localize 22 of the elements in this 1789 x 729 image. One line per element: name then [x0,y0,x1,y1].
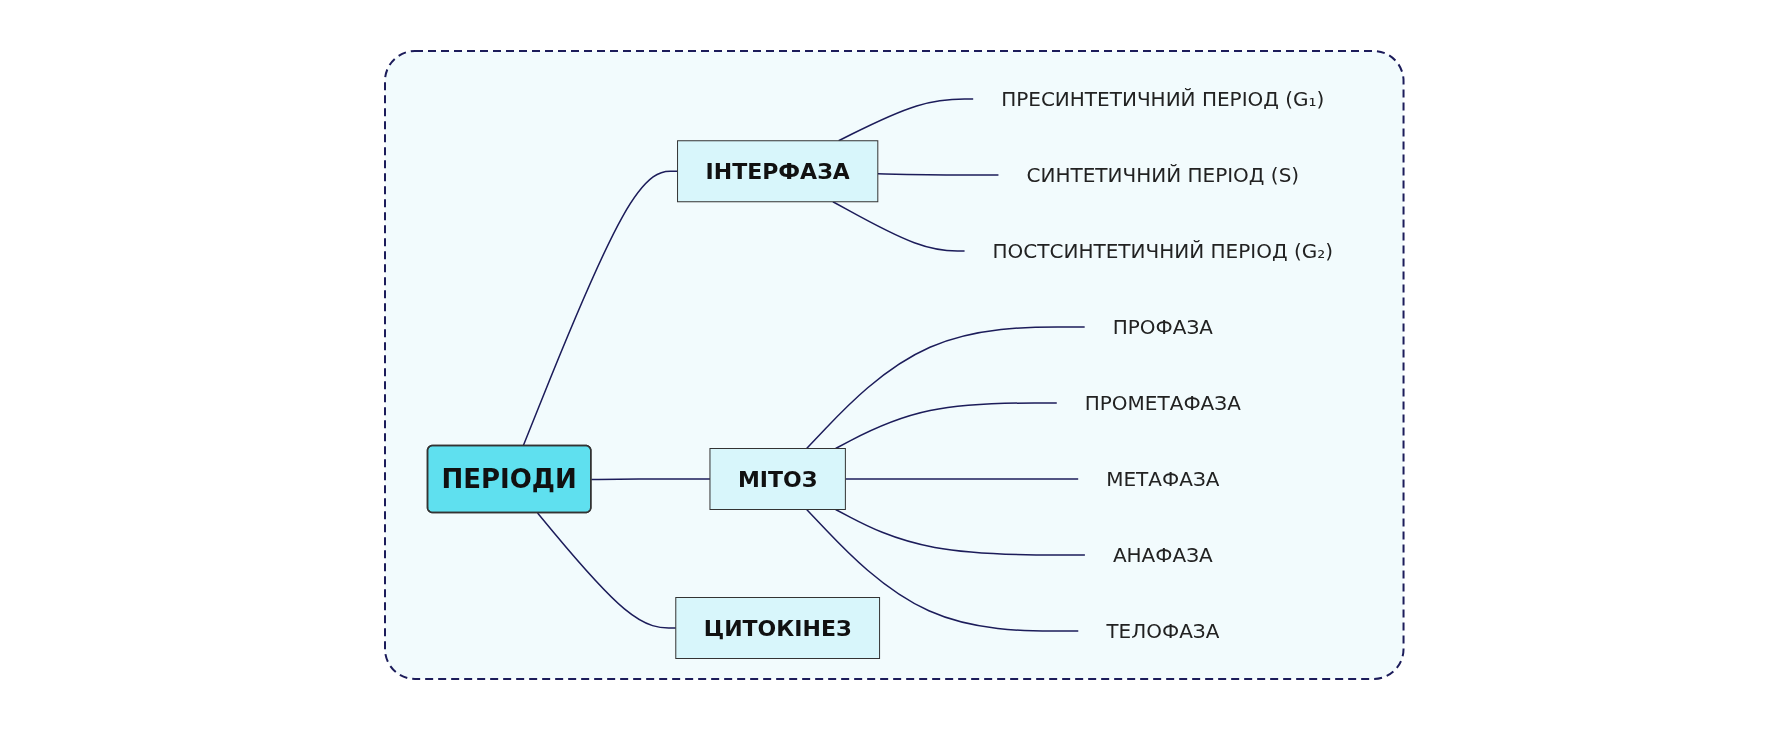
connector [806,325,1086,449]
connector [835,401,1058,449]
node-text: МЕТАФАЗА [1106,466,1220,491]
connector [844,477,1080,480]
cluster [384,49,1405,680]
connector [806,508,1080,632]
node-box: МІТОЗ [709,447,847,510]
connector [537,511,677,629]
node-box: ЦИТОКІНЕЗ [675,596,881,659]
node-text: ПОСТСИНТЕТИЧНИЙ ПЕРІОД (G₂) [992,238,1334,263]
connector [838,97,975,141]
connector [522,170,679,447]
connector [832,200,966,252]
node-text: ПРОМЕТАФАЗА [1085,390,1242,415]
node-text: ТЕЛОФАЗА [1106,618,1220,643]
node-box: ІНТЕРФАЗА [677,139,879,202]
connector [877,172,1000,176]
node-text: АНАФАЗА [1113,542,1213,567]
connector [835,508,1086,556]
node-text: ПРОФАЗА [1112,314,1214,339]
node-text: ПРЕСИНТЕТИЧНИЙ ПЕРІОД (G₁) [1001,86,1325,111]
node-text: СИНТЕТИЧНИЙ ПЕРІОД (S) [1026,162,1300,187]
